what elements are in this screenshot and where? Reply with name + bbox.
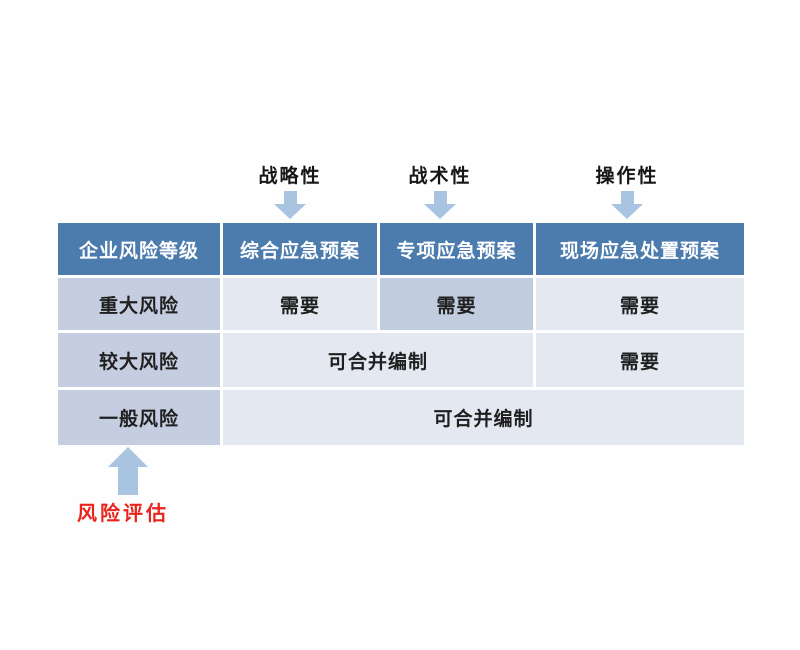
up-arrow-stem (118, 467, 138, 495)
header-onsite-plan: 现场应急处置预案 (536, 223, 744, 275)
down-arrow-head (424, 204, 456, 219)
cell-larger-merged: 可合并编制 (223, 333, 533, 387)
risk-assessment-label: 风险评估 (77, 501, 169, 525)
top-label-operational: 操作性 (595, 165, 659, 187)
cell-major-onsite: 需要 (536, 278, 744, 330)
down-arrow-icon (424, 191, 456, 219)
header-comprehensive-plan: 综合应急预案 (223, 223, 377, 275)
header-risk-level: 企业风险等级 (58, 223, 220, 275)
down-arrow-head (274, 204, 306, 219)
cell-larger-onsite: 需要 (536, 333, 744, 387)
up-arrow-head (108, 447, 148, 467)
down-arrow-stem (433, 191, 447, 204)
header-special-plan: 专项应急预案 (380, 223, 533, 275)
down-arrow-stem (620, 191, 634, 204)
cell-larger-risk-level: 较大风险 (58, 333, 220, 387)
top-label-tactical: 战术性 (408, 165, 472, 187)
cell-general-risk-level: 一般风险 (58, 390, 220, 445)
down-arrow-icon (274, 191, 306, 219)
down-arrow-icon (611, 191, 643, 219)
top-label-strategic: 战略性 (258, 165, 322, 187)
cell-major-special-highlighted: 需要 (380, 278, 533, 330)
down-arrow-stem (283, 191, 297, 204)
cell-general-merged: 可合并编制 (223, 390, 744, 445)
down-arrow-head (611, 204, 643, 219)
up-arrow-icon (108, 447, 148, 495)
cell-major-comprehensive: 需要 (223, 278, 377, 330)
cell-major-risk-level: 重大风险 (58, 278, 220, 330)
risk-plan-table: 企业风险等级 综合应急预案 专项应急预案 现场应急处置预案 重大风险 需要 需要… (58, 223, 744, 445)
